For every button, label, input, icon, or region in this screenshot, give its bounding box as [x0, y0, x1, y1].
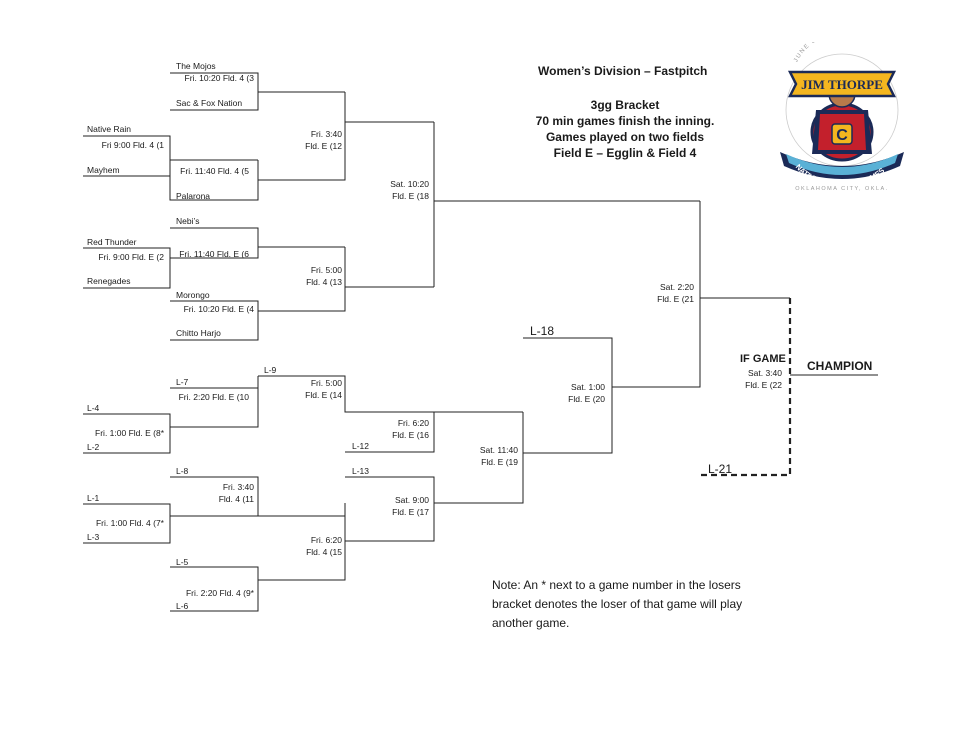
game-10-label: Fri. 2:20 Fld. E (10: [178, 392, 249, 402]
page-title: Women’s Division – Fastpitch: [538, 64, 708, 78]
loser-label: L-21: [708, 462, 733, 476]
bracket-info: 3gg Bracket 70 min games finish the inni…: [500, 97, 750, 161]
team-label: Morongo: [176, 290, 210, 300]
game-8-bracket: [83, 413, 171, 454]
team-label: Native Rain: [87, 124, 131, 134]
game-1-label: Fri 9:00 Fld. 4 (1: [101, 140, 164, 150]
svg-text:C: C: [836, 127, 848, 144]
loser-label: L-4: [87, 403, 100, 413]
info-line: Games played on two fields: [545, 130, 705, 144]
info-line: 3gg Bracket: [590, 98, 660, 112]
game-19-bracket: [523, 337, 613, 454]
game-6-label: Fri. 11:40 Fld. E (6: [179, 249, 249, 259]
game-14-bracket: [258, 375, 434, 413]
bracket-note: Note: An * next to a game number in the …: [492, 578, 743, 630]
game-12-bracket: [258, 92, 434, 181]
game-4-bracket: [170, 247, 434, 341]
loser-label: L-13: [352, 466, 370, 476]
svg-text:JIM THORPE: JIM THORPE: [801, 77, 883, 92]
loser-label: L-12: [352, 441, 370, 451]
team-label: The Mojos: [176, 61, 216, 71]
game-5-label: Fri. 11:40 Fld. 4 (5: [180, 166, 249, 176]
team-label: Renegades: [87, 276, 131, 286]
team-label: Red Thunder: [87, 237, 137, 247]
loser-label: L-3: [87, 532, 100, 542]
loser-label: L-1: [87, 493, 100, 503]
champion-label: CHAMPION: [807, 359, 873, 373]
loser-label: L-2: [87, 442, 100, 452]
loser-label: L-8: [176, 466, 189, 476]
game-18-bracket: [433, 122, 700, 287]
game-3-label: Fri. 10:20 Fld. 4 (3: [184, 73, 254, 83]
game-2-label: Fri. 9:00 Fld. E (2: [98, 252, 164, 262]
game-3-bracket: [170, 72, 345, 111]
game-7-bracket: [83, 503, 171, 544]
loser-label: L-9: [264, 365, 277, 375]
team-label: Chitto Harjo: [176, 328, 221, 338]
game-2-bracket: [83, 247, 171, 289]
team-label: Mayhem: [87, 165, 120, 175]
loser-label: L-18: [530, 324, 555, 338]
info-line: 70 min games finish the inning.: [535, 114, 715, 128]
svg-text:JUNE 30-27, 2018: JUNE 30-27, 2018: [793, 42, 860, 63]
game-6-bracket: [170, 227, 345, 259]
game-4-label: Fri. 10:20 Fld. E (4: [183, 304, 254, 314]
team-label: Palarona: [176, 191, 211, 201]
team-label: Sac & Fox Nation: [176, 98, 243, 108]
game-9-bracket: [170, 503, 346, 612]
if-game-label: IF GAME: [740, 353, 786, 365]
game-10-bracket: [170, 376, 259, 428]
game-11-bracket: [170, 476, 345, 517]
loser-label: L-5: [176, 557, 189, 567]
svg-text:OKLAHOMA CITY, OKLA.: OKLAHOMA CITY, OKLA.: [795, 186, 888, 192]
team-label: Nebi’s: [176, 216, 200, 226]
info-line: Field E – Egglin & Field 4: [553, 146, 697, 160]
loser-label: L-7: [176, 377, 189, 387]
game-1-bracket: [83, 135, 258, 177]
jim-thorpe-logo: JUNE 30-27, 2018 C JIM THORPE NATIVE AME…: [780, 42, 904, 192]
game-17-bracket: [345, 412, 524, 542]
game-7-label: Fri. 1:00 Fld. 4 (7*: [95, 518, 164, 528]
game-9-label: Fri. 2:20 Fld. 4 (9*: [185, 588, 254, 598]
game-16-bracket: [345, 411, 523, 453]
loser-label: L-6: [176, 601, 189, 611]
game-8-label: Fri. 1:00 Fld. E (8*: [95, 428, 164, 438]
